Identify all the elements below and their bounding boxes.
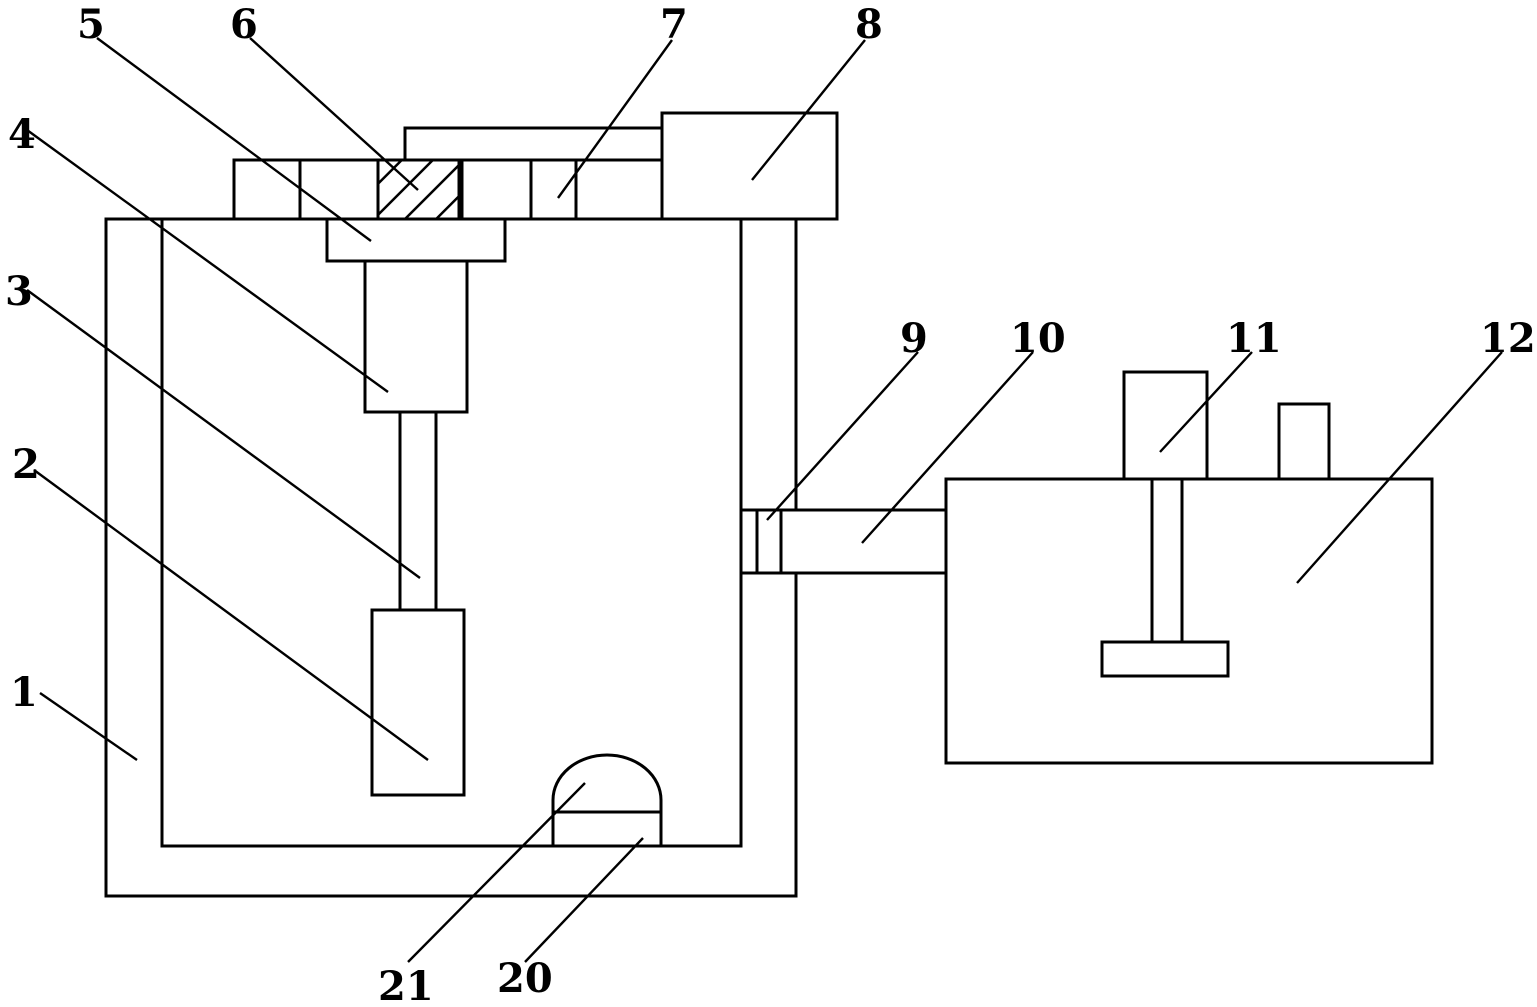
label-8: 8 [855,1,883,48]
label-5: 5 [77,1,105,48]
reference-numerals: 1 2 3 4 5 6 7 8 9 10 11 12 21 20 [5,1,1536,1007]
label-11: 11 [1226,315,1282,362]
leader-lines [26,37,1503,963]
label-3: 3 [5,268,33,315]
pipe-flange [739,508,783,575]
label-12: 12 [1480,315,1536,362]
hatched-block [376,158,461,221]
label-2: 2 [12,441,40,488]
label-20: 20 [497,955,553,1002]
dome [551,753,663,814]
label-1: 1 [10,669,38,716]
cylinder-body [363,259,469,414]
mounting-plate [325,217,507,263]
dome-base [551,810,663,848]
label-6: 6 [230,1,258,48]
label-10: 10 [1010,315,1066,362]
tank [944,477,1434,765]
label-7: 7 [660,1,688,48]
label-21: 21 [378,963,434,1007]
press-head [370,608,466,797]
motor-box [660,111,839,221]
label-4: 4 [8,111,36,158]
label-9: 9 [900,315,928,362]
tank-inlet [1277,402,1331,481]
stirrer [1100,370,1230,678]
piston-rod [398,410,438,612]
top-rail [403,126,664,162]
connecting-pipe [779,508,948,575]
